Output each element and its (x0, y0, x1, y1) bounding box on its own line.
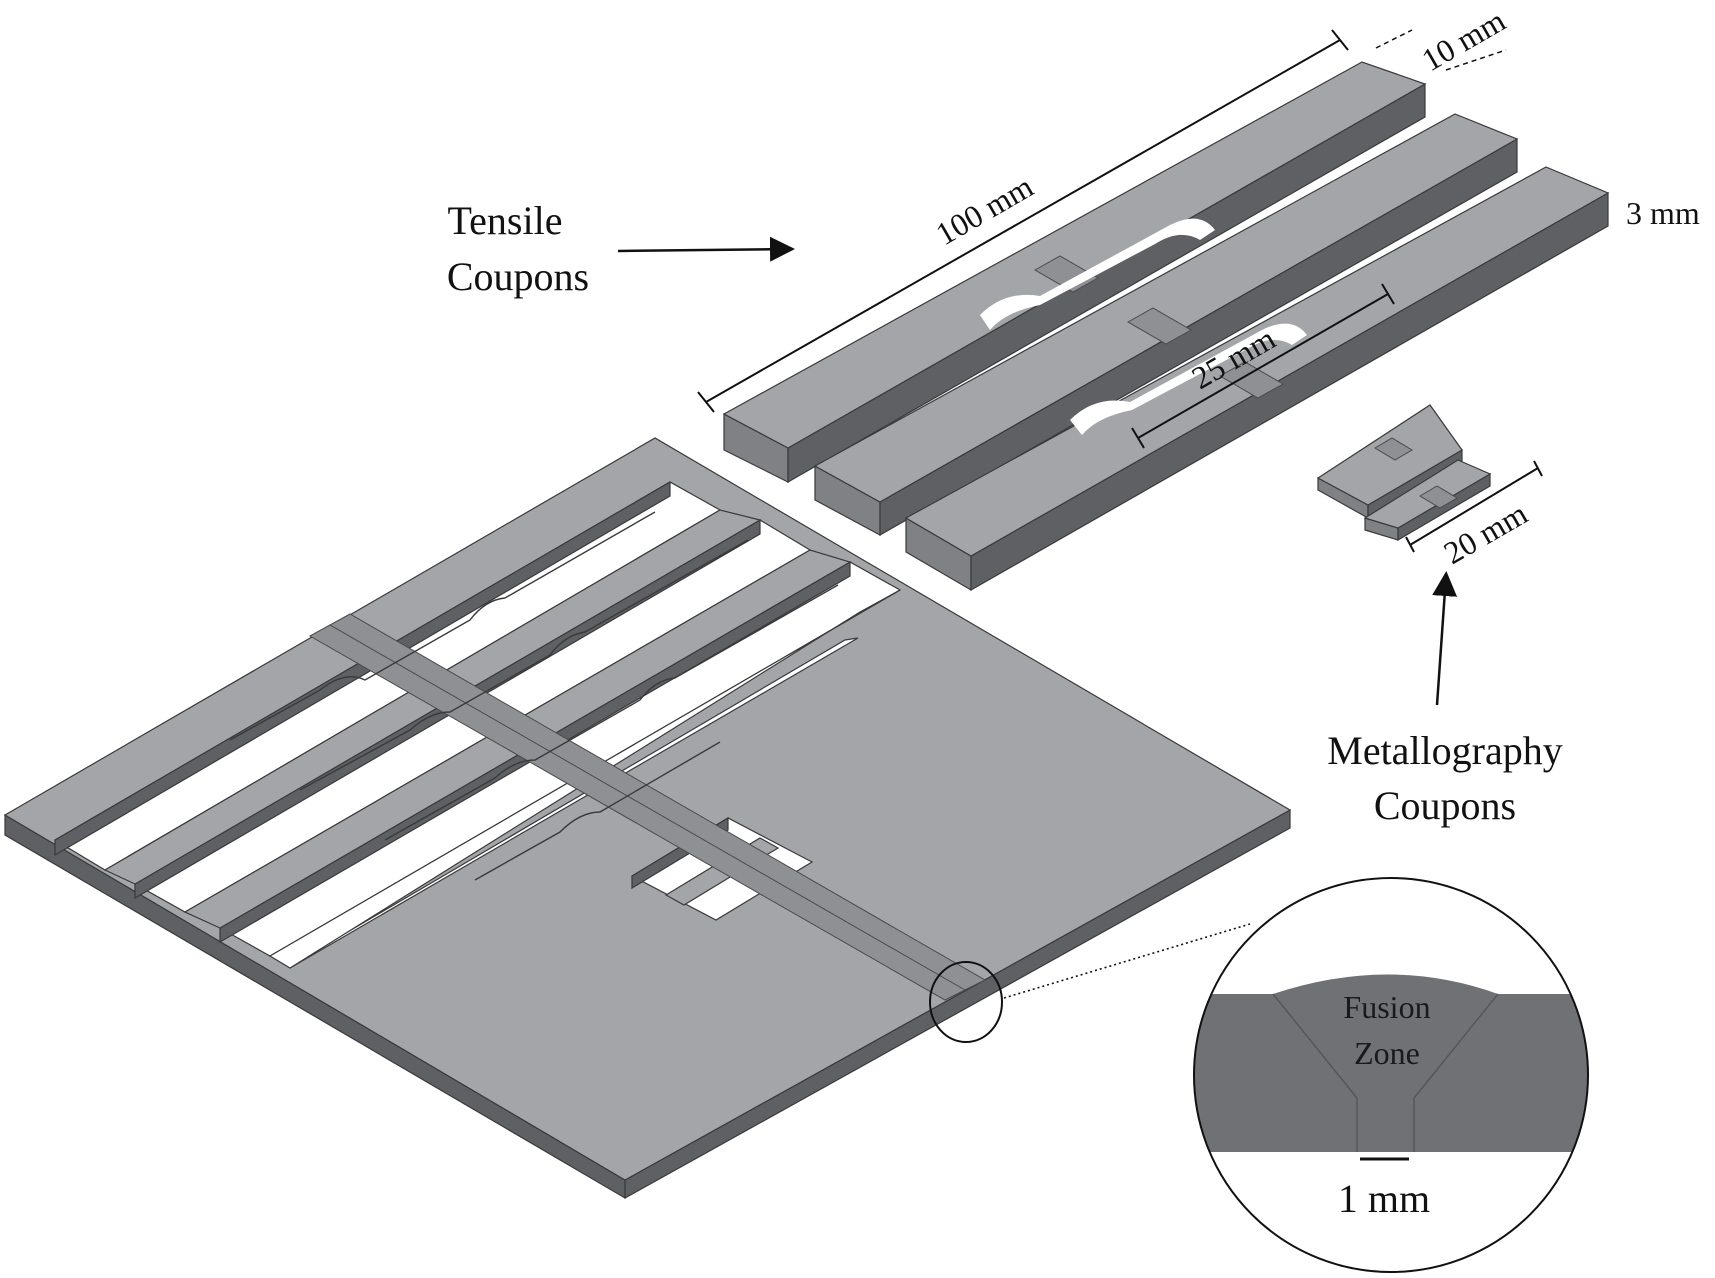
dim-20-line (1409, 467, 1539, 546)
tensile-arrow (617, 236, 795, 262)
dimension-lines (697, 29, 1543, 553)
dim-25-tick-a (1131, 427, 1145, 449)
tensile-label-line2: Coupons (447, 254, 589, 299)
dim-1-label: 1 mm (1338, 1176, 1430, 1221)
plate-zoom-circle (929, 961, 1003, 1043)
metallography-label-line1: Metallography (1327, 728, 1563, 773)
dim-100-tick-a (697, 391, 715, 413)
dim-25-tick-b (1381, 283, 1395, 305)
metallography-coupons (1316, 404, 1492, 542)
dim-20-tick-b (1533, 460, 1543, 477)
cross-section-base-metal (1194, 994, 1588, 1152)
tensile-coupon-1 (722, 61, 1427, 484)
weld-crown (1273, 974, 1498, 994)
plate-dogbone-3 (384, 584, 839, 841)
dim-10-dash-a (1375, 29, 1413, 49)
fusion-zone-label-line2: Zone (1354, 1035, 1420, 1071)
dim-100-tick-b (1331, 29, 1349, 51)
tensile-coupon-3 (904, 166, 1610, 592)
plate-dogbone-2 (299, 539, 749, 791)
dim-20-tick-a (1405, 536, 1415, 553)
metallography-label-line2: Coupons (1374, 783, 1516, 828)
magnified-cross-section (1193, 877, 1589, 1273)
dim-25-line (1137, 293, 1389, 439)
fusion-zone-label-line1: Fusion (1343, 989, 1430, 1025)
plate-dogbone-4 (474, 741, 721, 881)
tensile-coupons (722, 61, 1610, 592)
slot-1-wall (54, 480, 671, 857)
gauge-cutout-1 (980, 218, 1215, 330)
plate-dogbone-1 (229, 511, 656, 741)
welded-plate (3, 437, 1292, 1200)
plate-weld-centerline (329, 624, 966, 991)
dim-100-line (705, 39, 1341, 403)
metallography-arrow (1432, 571, 1458, 706)
tensile-coupon-2 (813, 113, 1519, 537)
dim-100-label: 100 mm (930, 168, 1040, 252)
magnifier-border (1193, 877, 1589, 1273)
gauge-cutout-2 (1070, 323, 1307, 435)
tensile-label-line1: Tensile (448, 198, 563, 243)
dim-3-label: 3 mm (1626, 195, 1700, 231)
dim-10-label: 10 mm (1416, 2, 1512, 78)
dim-10-dash-b (1445, 49, 1507, 71)
fusion-zone-boundary (1272, 993, 1499, 1152)
